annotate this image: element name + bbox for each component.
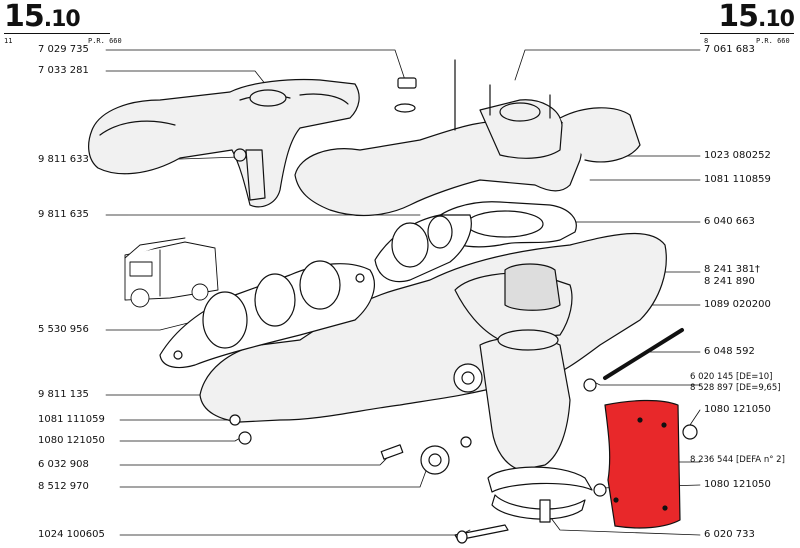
part-label-right: 8 528 897 [DE=9,65] [690, 383, 781, 393]
part-label-right: 8 236 544 [DEFA n° 2] [690, 455, 785, 465]
part-label-left: 7 029 735 [38, 44, 89, 55]
part-label-left: 1081 111059 [38, 414, 105, 425]
part-label-right: 1081 110859 [704, 174, 771, 185]
upper-left-manifold [88, 78, 360, 208]
part-label-right: 7 061 683 [704, 44, 755, 55]
part-label-right: 1080 121050 [704, 479, 771, 490]
part-label-right: 1080 121050 [704, 404, 771, 415]
part-label-left: 6 032 908 [38, 459, 89, 470]
part-label-left: 8 512 970 [38, 481, 89, 492]
part-label-right: 1023 080252 [704, 150, 771, 161]
lower-manifold [199, 232, 667, 471]
part-label-left: 9 811 633 [38, 154, 89, 165]
page-number-left: 15.10 [4, 0, 81, 35]
part-label-left: 7 033 281 [38, 65, 89, 76]
vehicle-sketch [124, 237, 219, 308]
part-label-left: 1080 121050 [38, 435, 105, 446]
part-label-left: 1024 100605 [38, 529, 105, 540]
part-label-left: 9 811 135 [38, 389, 89, 400]
part-label-right: 8 241 890 [704, 276, 755, 287]
small-parts [229, 77, 698, 544]
header-rule-left [4, 33, 110, 34]
page-minor: .10 [43, 7, 81, 32]
part-label-right: 8 241 381† [704, 264, 760, 275]
right-sub-a: 8 [704, 37, 709, 45]
page-major: 15 [718, 0, 759, 34]
left-sub-a: 11 [4, 37, 13, 45]
part-label-right: 6 020 733 [704, 529, 755, 540]
gasket-upper [374, 214, 472, 283]
part-label-left: 9 811 635 [38, 209, 89, 220]
part-label-right: 6 020 145 [DE=10] [690, 372, 773, 382]
part-label-right: 1089 020200 [704, 299, 771, 310]
right-sub-b: P.R. 660 [756, 37, 790, 45]
exhaust-clamp [487, 466, 593, 523]
page-number-right: 15.10 [718, 0, 795, 35]
part-label-left: 5 530 956 [38, 324, 89, 335]
left-sub-b: P.R. 660 [88, 37, 122, 45]
part-label-right: 6 040 663 [704, 216, 755, 227]
upper-manifold-center [294, 59, 641, 217]
heat-shield-highlight [604, 399, 681, 529]
part-label-right: 6 048 592 [704, 346, 755, 357]
header-rule-right [700, 33, 794, 34]
page-minor: .10 [758, 7, 795, 32]
page-major: 15 [4, 0, 45, 34]
exhaust-gasket [159, 260, 375, 369]
